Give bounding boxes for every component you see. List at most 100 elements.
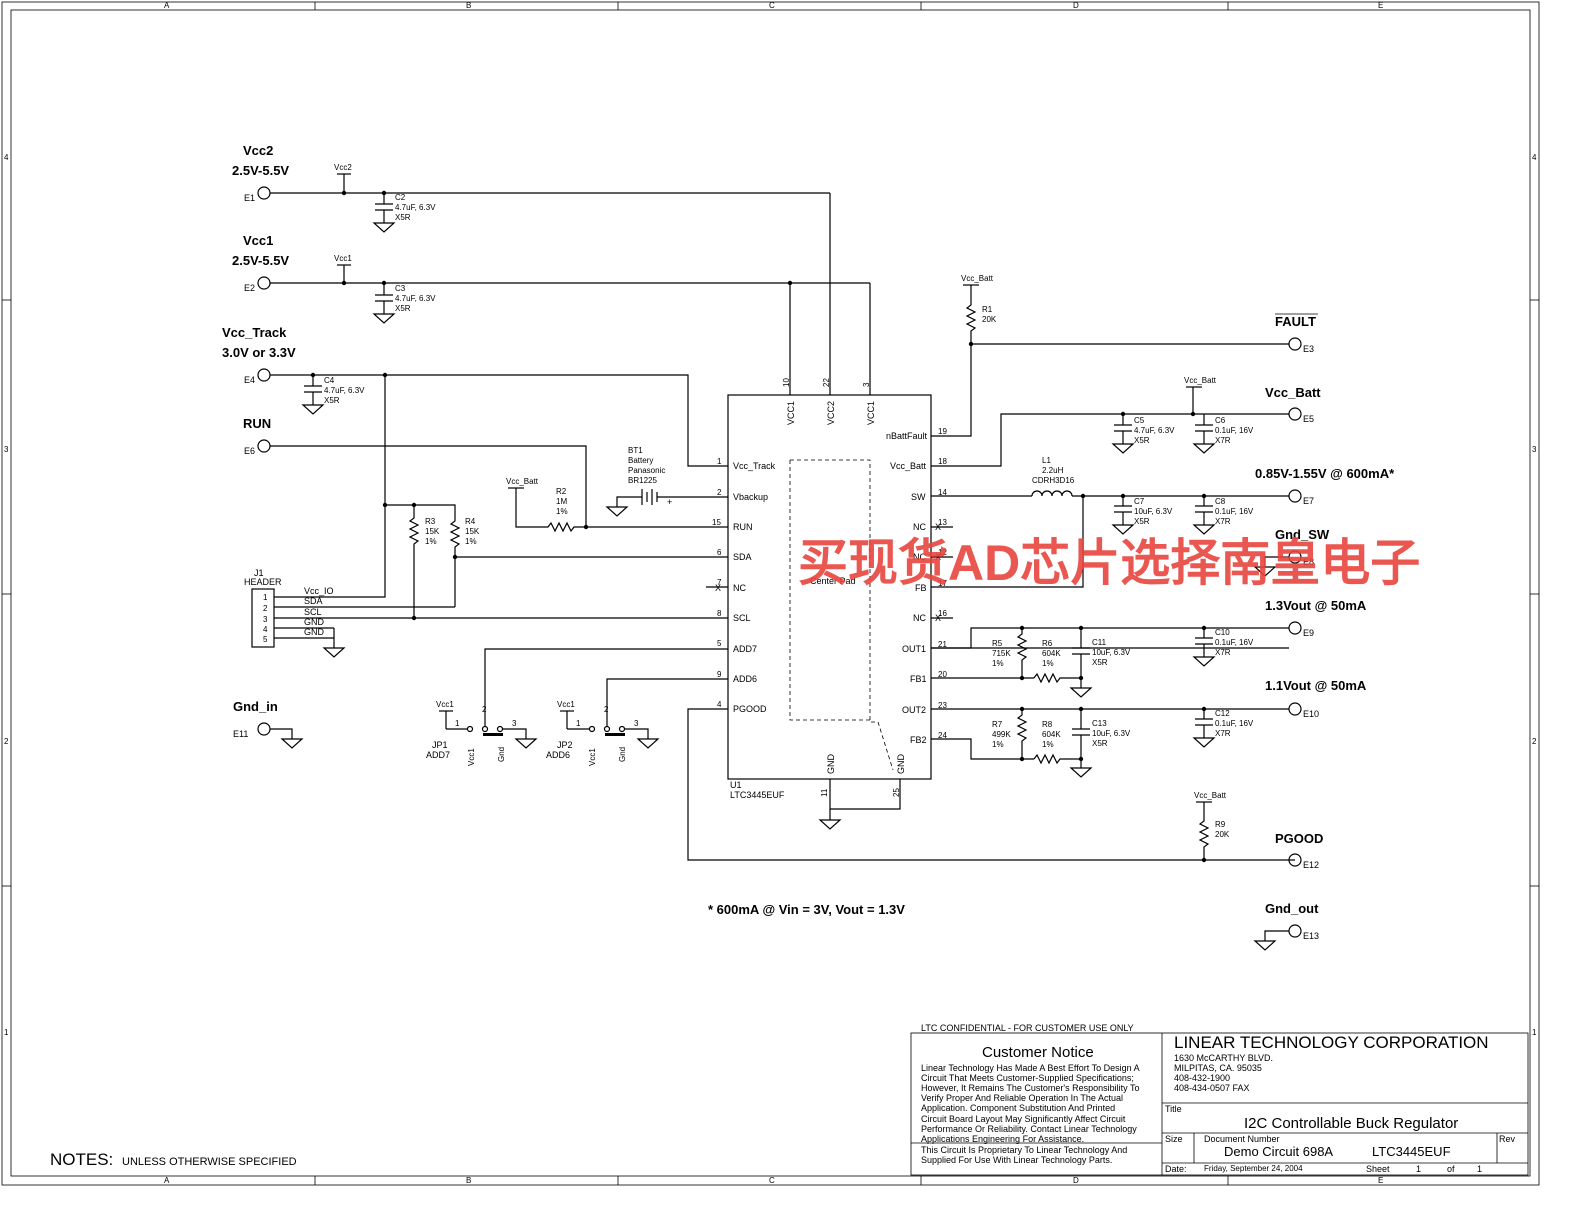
row-label-4: 4: [4, 153, 9, 162]
svg-text:1: 1: [1416, 1164, 1421, 1174]
svg-text:715K: 715K: [992, 649, 1011, 658]
terminal-e7[interactable]: [1288, 489, 1302, 503]
svg-text:1: 1: [576, 719, 581, 728]
terminal-e11[interactable]: [257, 722, 271, 736]
svg-text:L1: L1: [1042, 456, 1051, 465]
capacitor-c12: C12 0.1uF, 16V X7R: [1192, 709, 1254, 748]
svg-text:Friday, September 24, 2004: Friday, September 24, 2004: [1204, 1164, 1303, 1173]
jumper-jp1[interactable]: Vcc1 1 2 3 Vcc1 Gnd JP1 ADD7: [426, 648, 728, 766]
svg-text:R9: R9: [1215, 820, 1226, 829]
svg-text:1.1Vout @ 50mA: 1.1Vout @ 50mA: [1265, 678, 1367, 693]
svg-text:C3: C3: [395, 284, 406, 293]
col-label-d: D: [1073, 1, 1079, 10]
svg-text:ADD6: ADD6: [733, 674, 757, 684]
capacitor-c6: C6 0.1uF, 16V X7R: [1192, 414, 1254, 454]
svg-text:0.85V-1.55V @ 600mA*: 0.85V-1.55V @ 600mA*: [1255, 466, 1395, 481]
svg-text:4: 4: [717, 700, 722, 709]
svg-text:E12: E12: [1303, 860, 1319, 870]
terminal-e3[interactable]: [1288, 337, 1302, 351]
svg-text:C6: C6: [1215, 416, 1226, 425]
svg-text:E3: E3: [1303, 344, 1314, 354]
row-label-4-right: 4: [1532, 153, 1537, 162]
svg-text:Verify Proper And Reliable Ope: Verify Proper And Reliable Operation In …: [921, 1093, 1123, 1103]
resistor-r5: R5 715K 1%: [992, 628, 1028, 678]
svg-text:C13: C13: [1092, 719, 1107, 728]
svg-text:Rev: Rev: [1499, 1134, 1516, 1144]
svg-text:1%: 1%: [992, 740, 1004, 749]
footnote: * 600mA @ Vin = 3V, Vout = 1.3V: [708, 902, 905, 917]
svg-text:E10: E10: [1303, 709, 1319, 719]
drawing-frame: A B C D E A B C D E 4 3 2 1 4 3 2 1: [1, 1, 1540, 1186]
svg-text:Vcc1: Vcc1: [436, 700, 454, 709]
capacitor-c2: C2 4.7uF, 6.3V X5R: [372, 193, 436, 233]
svg-text:10uF, 6.3V: 10uF, 6.3V: [1092, 729, 1131, 738]
svg-text:FB: FB: [915, 583, 927, 593]
terminal-e4[interactable]: [257, 368, 271, 382]
resistor-r8: R8 604K 1%: [1033, 720, 1081, 765]
svg-text:U1: U1: [730, 780, 742, 790]
resistor-r6: R6 604K 1%: [1033, 639, 1081, 684]
input-run: RUN E6: [243, 416, 271, 456]
terminal-e9[interactable]: [1288, 621, 1302, 635]
terminal-e6[interactable]: [257, 439, 271, 453]
svg-text:1%: 1%: [556, 507, 568, 516]
svg-text:1M: 1M: [556, 497, 567, 506]
svg-text:X: X: [715, 583, 721, 593]
terminal-e1[interactable]: [257, 186, 271, 200]
svg-text:OUT2: OUT2: [902, 705, 926, 715]
jumper-jp2[interactable]: Vcc1 1 2 3 Vcc1 Gnd JP2 ADD6: [546, 678, 728, 766]
svg-text:15K: 15K: [465, 527, 480, 536]
svg-text:3.0V or 3.3V: 3.0V or 3.3V: [222, 345, 296, 360]
svg-text:Vcc_IO: Vcc_IO: [304, 586, 334, 596]
svg-text:408-434-0507 FAX: 408-434-0507 FAX: [1174, 1083, 1250, 1093]
svg-text:X: X: [935, 613, 941, 623]
svg-text:1.3Vout @ 50mA: 1.3Vout @ 50mA: [1265, 598, 1367, 613]
svg-text:MILPITAS, CA. 95035: MILPITAS, CA. 95035: [1174, 1063, 1262, 1073]
svg-text:JP1: JP1: [432, 740, 448, 750]
svg-text:1: 1: [1477, 1164, 1482, 1174]
svg-text:408-432-1900: 408-432-1900: [1174, 1073, 1230, 1083]
output-gnd-sw: Gnd_SW E8: [1253, 527, 1330, 577]
svg-text:X5R: X5R: [395, 213, 411, 222]
svg-text:Supplied For Use With Linear T: Supplied For Use With Linear Technology …: [921, 1155, 1112, 1165]
svg-text:0.1uF, 16V: 0.1uF, 16V: [1215, 719, 1254, 728]
svg-text:OUT1: OUT1: [902, 644, 926, 654]
header-j1: J1 HEADER 1 2 3 4 5 Vcc_IO SDA SCL GND G…: [244, 568, 346, 658]
svg-text:PGOOD: PGOOD: [1275, 831, 1323, 846]
terminal-e5[interactable]: [1288, 407, 1302, 421]
svg-text:Vcc_Track: Vcc_Track: [222, 325, 287, 340]
svg-text:VCC1: VCC1: [866, 401, 876, 425]
svg-text:12: 12: [938, 548, 947, 557]
svg-text:VCC2: VCC2: [826, 401, 836, 425]
svg-text:1630 McCARTHY BLVD.: 1630 McCARTHY BLVD.: [1174, 1053, 1273, 1063]
svg-text:1%: 1%: [1042, 659, 1054, 668]
resistor-r4: R4 15K 1%: [449, 517, 480, 551]
svg-text:4.7uF, 6.3V: 4.7uF, 6.3V: [1134, 426, 1175, 435]
svg-text:Vcc_Batt: Vcc_Batt: [1265, 385, 1321, 400]
svg-text:10: 10: [782, 378, 791, 387]
svg-text:E7: E7: [1303, 496, 1314, 506]
svg-text:Vcc_Batt: Vcc_Batt: [506, 477, 539, 486]
terminal-e2[interactable]: [257, 276, 271, 290]
capacitor-c4: C4 4.7uF, 6.3V X5R: [301, 375, 365, 415]
row-label-2: 2: [4, 737, 9, 746]
svg-text:X7R: X7R: [1215, 648, 1231, 657]
svg-text:X5R: X5R: [1092, 739, 1108, 748]
svg-text:J1: J1: [254, 568, 264, 578]
svg-text:1%: 1%: [992, 659, 1004, 668]
svg-text:Vcc1: Vcc1: [557, 700, 575, 709]
svg-text:3: 3: [634, 719, 639, 728]
svg-text:10uF, 6.3V: 10uF, 6.3V: [1092, 648, 1131, 657]
svg-text:21: 21: [938, 640, 947, 649]
svg-text:ADD7: ADD7: [733, 644, 757, 654]
svg-text:RUN: RUN: [243, 416, 271, 431]
col-label-e: E: [1378, 1, 1383, 10]
svg-text:Vcc_Batt: Vcc_Batt: [890, 461, 927, 471]
battery-bt1: BT1 Battery Panasonic BR1225 +: [605, 446, 728, 517]
capacitor-c8: C8 0.1uF, 16V X7R: [1192, 496, 1254, 535]
terminal-e10[interactable]: [1288, 702, 1302, 716]
svg-text:X5R: X5R: [1134, 436, 1150, 445]
terminal-e13[interactable]: [1288, 924, 1302, 938]
title-block: LTC CONFIDENTIAL - FOR CUSTOMER USE ONLY…: [910, 1023, 1529, 1176]
terminal-e12[interactable]: [1288, 853, 1302, 867]
